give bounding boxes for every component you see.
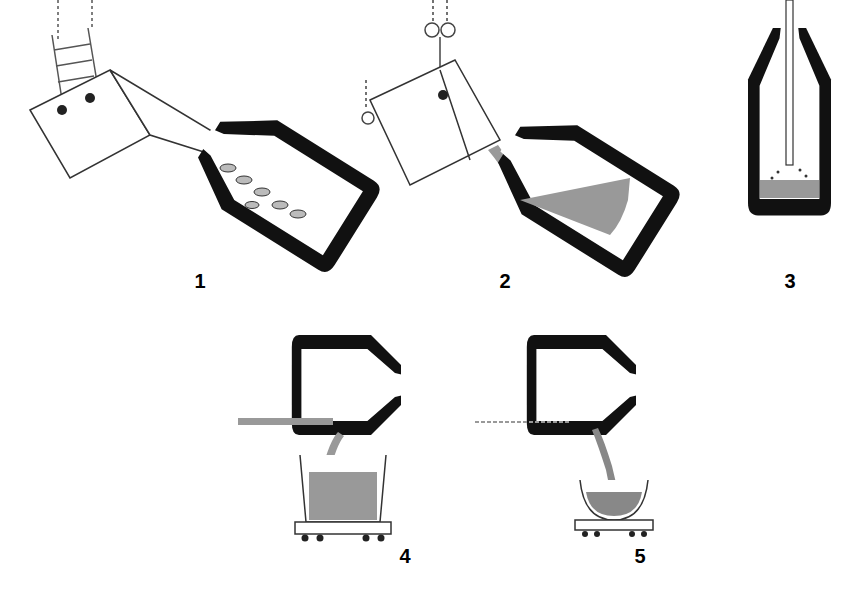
converter	[527, 335, 639, 435]
step-number: 5	[634, 545, 645, 568]
steel-ladle-car	[295, 455, 391, 542]
slag-pot-car	[575, 480, 653, 537]
converter	[478, 98, 683, 281]
step-number: 1	[194, 270, 205, 293]
step-number: 3	[784, 270, 795, 293]
molten-bath	[760, 180, 819, 198]
hot-metal-ladle	[370, 60, 500, 185]
oxygen-lance	[786, 0, 793, 165]
step-number: 2	[499, 270, 510, 293]
scrap-pieces	[220, 164, 306, 218]
molten-bath	[520, 178, 630, 235]
steel-layer	[238, 418, 333, 425]
converter	[178, 93, 383, 276]
step-number: 4	[399, 545, 410, 568]
slag-layer	[475, 421, 570, 423]
splash-drops	[771, 169, 808, 180]
